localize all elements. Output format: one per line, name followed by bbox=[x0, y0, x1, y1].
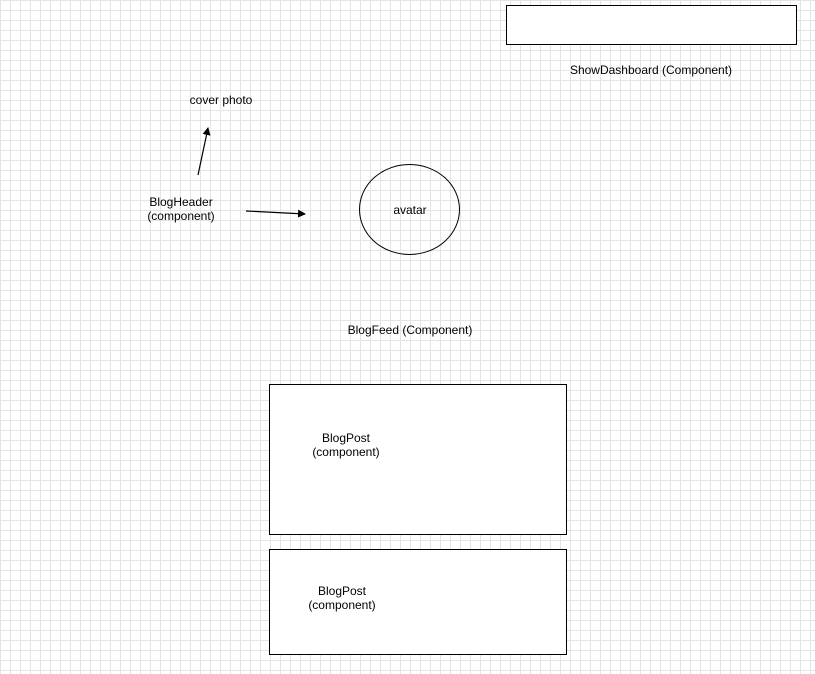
blog-header-label: BlogHeader (component) bbox=[147, 195, 215, 223]
show-dashboard-box[interactable] bbox=[506, 5, 797, 45]
cover-photo-label: cover photo bbox=[189, 93, 253, 107]
arrow-to-avatar[interactable] bbox=[245, 209, 306, 218]
arrow-to-cover-photo[interactable] bbox=[197, 127, 211, 176]
show-dashboard-label: ShowDashboard (Component) bbox=[569, 63, 733, 77]
blog-post-label: BlogPost (component) bbox=[308, 584, 376, 612]
blog-post-box-2[interactable]: BlogPost (component) bbox=[269, 549, 567, 655]
avatar-label: avatar bbox=[393, 203, 427, 217]
blog-feed-label: BlogFeed (Component) bbox=[347, 323, 473, 337]
blog-post-label: BlogPost (component) bbox=[312, 431, 380, 459]
blog-post-box-1[interactable]: BlogPost (component) bbox=[269, 384, 567, 535]
